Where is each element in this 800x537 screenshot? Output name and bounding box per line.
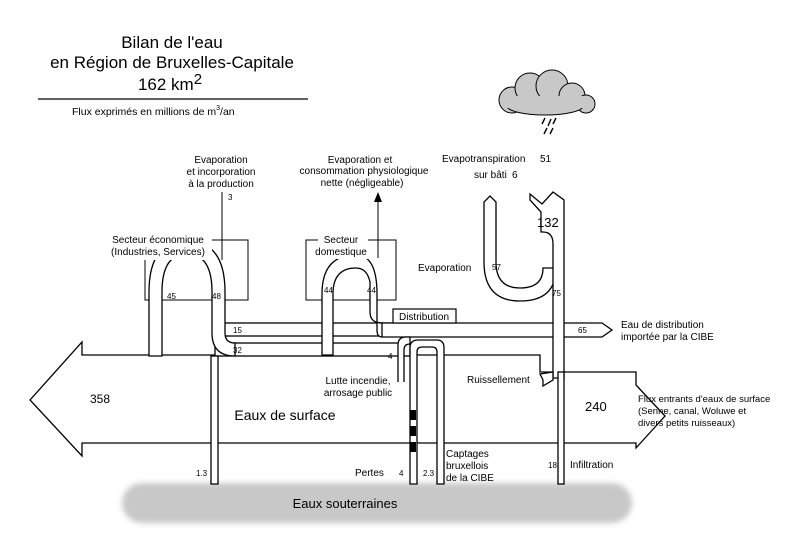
value-32: 32 [233, 346, 242, 355]
value-44-a: 44 [324, 286, 333, 295]
label-pertes: Pertes [355, 468, 384, 479]
svg-text:divers petits ruisseaux): divers petits ruisseaux) [638, 418, 735, 429]
flow-1-3 [210, 355, 219, 485]
label-evap-domestic: Evaporation et consommation physiologiqu… [300, 155, 429, 189]
svg-text:Eau de distribution: Eau de distribution [621, 320, 704, 331]
label-lutte-incendie: Lutte incendie, arrosage public [324, 376, 392, 399]
label-captages: Captages bruxellois de la CIBE [446, 449, 494, 484]
title-area-exponent: 2 [194, 71, 202, 88]
label-evaporation: Evaporation [418, 263, 471, 274]
value-1-3: 1.3 [196, 469, 208, 478]
label-infiltration: Infiltration [570, 460, 613, 471]
svg-text:(Industries, Services): (Industries, Services) [111, 247, 205, 258]
value-57: 57 [492, 263, 501, 272]
value-65: 65 [578, 326, 587, 335]
label-secteur-domestique: Secteur domestique [315, 235, 367, 258]
title-line-2: en Région de Bruxelles-Capitale [50, 53, 294, 72]
value-48: 48 [212, 292, 221, 301]
svg-text:Secteur: Secteur [324, 235, 359, 246]
svg-text:Evaporation: Evaporation [194, 155, 247, 166]
value-3: 3 [228, 193, 233, 202]
label-flux-entrants: Flux entrants d'eaux de surface (Senne, … [638, 394, 770, 429]
svg-text:nette (négligeable): nette (négligeable) [321, 178, 404, 189]
label-eau-distribution: Eau de distribution importée par la CIBE [621, 320, 714, 343]
flow-pertes [409, 339, 445, 485]
subtitle-exp: 3 [216, 105, 220, 112]
value-4: 4 [388, 352, 393, 361]
svg-text:Secteur économique: Secteur économique [112, 235, 204, 246]
pertes-dashes [410, 410, 416, 452]
svg-text:arrosage public: arrosage public [324, 388, 392, 399]
svg-text:Flux entrants d'eaux de surfac: Flux entrants d'eaux de surface [638, 394, 770, 405]
label-sur-bati: sur bâti [474, 170, 507, 181]
evap-domestic-arrow-head [374, 192, 382, 202]
subtitle-pre: Flux exprimés en millions de m [72, 106, 216, 118]
title-area-value: 162 km [138, 75, 194, 94]
groundwater-band [122, 483, 632, 523]
flow-domestic-loop [321, 254, 383, 356]
flow-ruissellement [539, 371, 554, 388]
title-area: 162 km2 [138, 71, 202, 94]
label-secteur-economique: Secteur économique (Industries, Services… [111, 235, 205, 258]
svg-text:bruxellois: bruxellois [446, 461, 488, 472]
svg-text:Lutte incendie,: Lutte incendie, [325, 376, 390, 387]
flow-132-input [529, 191, 565, 379]
value-sur-bati: 6 [512, 170, 518, 181]
svg-text:et incorporation: et incorporation [187, 167, 256, 178]
value-18: 18 [548, 461, 557, 470]
distribution-box [392, 308, 457, 324]
value-pertes: 4 [399, 469, 404, 478]
value-2-3: 2.3 [423, 469, 435, 478]
subtitle-post: /an [220, 106, 235, 118]
value-15: 15 [233, 326, 242, 335]
svg-text:de la CIBE: de la CIBE [446, 473, 494, 484]
svg-text:Captages: Captages [446, 449, 489, 460]
svg-text:Evaporation et: Evaporation et [328, 155, 393, 166]
svg-text:à la production: à la production [188, 179, 254, 190]
value-evapotranspiration: 51 [540, 154, 552, 165]
label-ruissellement: Ruissellement [467, 375, 530, 386]
value-358: 358 [90, 392, 110, 406]
flow-32 [214, 342, 411, 357]
flow-infiltration [557, 371, 565, 485]
label-eaux-de-surface: Eaux de surface [234, 407, 335, 423]
subtitle-units: Flux exprimés en millions de m3/an [72, 105, 235, 118]
title-line-1: Bilan de l'eau [121, 33, 223, 52]
flow-evapotranspiration [483, 195, 557, 302]
value-75: 75 [552, 289, 561, 298]
svg-text:(Senne, canal, Woluwe et: (Senne, canal, Woluwe et [638, 406, 746, 417]
flow-lutte-incendie [397, 336, 411, 382]
value-44-b: 44 [367, 286, 376, 295]
cloud-rain-icon [498, 69, 596, 135]
label-evapotranspiration: Evapotranspiration [442, 154, 525, 165]
value-240: 240 [585, 399, 607, 414]
label-distribution: Distribution [399, 312, 449, 323]
svg-text:domestique: domestique [315, 247, 367, 258]
svg-text:consommation physiologique: consommation physiologique [300, 166, 429, 177]
svg-text:importée par la CIBE: importée par la CIBE [621, 332, 714, 343]
value-132: 132 [537, 215, 559, 230]
surface-water-arrow [29, 340, 666, 458]
label-evap-production: Evaporation et incorporation à la produc… [187, 155, 256, 190]
value-45: 45 [167, 292, 176, 301]
label-eaux-souterraines: Eaux souterraines [293, 496, 398, 511]
